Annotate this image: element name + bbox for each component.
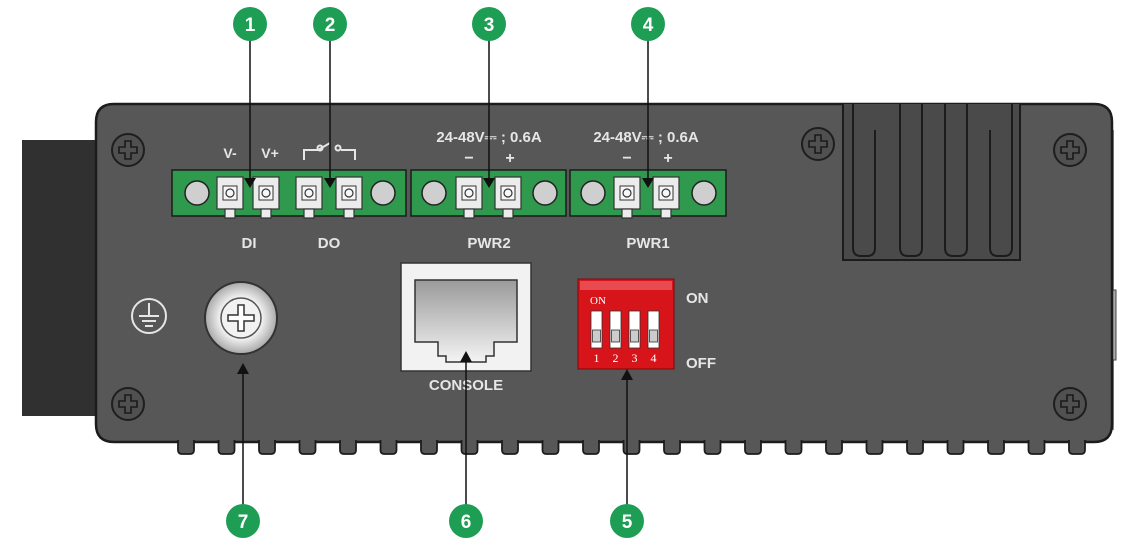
screw-icon [111, 133, 145, 167]
dip-toggle-knob [611, 329, 620, 343]
rib [906, 440, 924, 455]
callout-7: 7 [226, 504, 260, 538]
dip-toggle-knob [592, 329, 601, 343]
rib [379, 440, 398, 455]
callout-number: 2 [325, 15, 336, 36]
dip-toggle-1 [590, 310, 603, 349]
screw-icon [1053, 387, 1087, 421]
side-bracket [22, 140, 104, 416]
grounding-screw [204, 281, 278, 355]
screw-icon [801, 127, 835, 161]
callout-number: 1 [245, 15, 256, 36]
dip-number-label: 2 [613, 351, 619, 365]
callout-4: 4 [631, 7, 665, 41]
rib [784, 440, 803, 455]
dip-toggle-3 [628, 310, 641, 349]
pwr1-plus-label: + [663, 150, 672, 167]
rib [217, 440, 236, 455]
rib [298, 440, 317, 455]
dip-toggle-knob [649, 329, 658, 343]
callout-number: 3 [484, 15, 495, 36]
dip-number-label: 4 [651, 351, 657, 365]
rib [825, 440, 843, 455]
ground-symbol-icon [131, 298, 167, 334]
callout-1: 1 [233, 7, 267, 41]
dip-toggle-knob [630, 329, 639, 343]
do-label: DO [318, 235, 341, 252]
dip-number-label: 1 [594, 351, 600, 365]
rib [987, 440, 1005, 455]
pwr2-plus-label: + [505, 150, 514, 167]
rib [501, 440, 519, 455]
rib [703, 440, 722, 455]
dip-on-header: ON [590, 295, 606, 307]
pwr1-rating-label: 24-48V⎓ ; 0.6A [593, 129, 699, 146]
callout-number: 4 [643, 15, 654, 36]
rib [865, 440, 884, 455]
rib [339, 440, 357, 455]
dip-number-label: 3 [632, 351, 638, 365]
callout-6: 6 [449, 504, 483, 538]
heatsink-fins [842, 104, 1021, 261]
rib [541, 440, 560, 455]
rib [1068, 440, 1086, 455]
rib [460, 440, 479, 455]
di-label: DI [242, 235, 257, 252]
callout-number: 7 [238, 512, 249, 533]
rib [1027, 440, 1046, 455]
callout-3: 3 [472, 7, 506, 41]
dip-toggle-4 [647, 310, 660, 349]
v-plus-label: V+ [261, 145, 279, 161]
pwr1-minus-label: − [622, 150, 631, 167]
pwr2-terminal-block [410, 169, 567, 219]
bottom-ribs [177, 440, 1086, 455]
v-minus-label: V- [223, 145, 237, 161]
rib [258, 440, 276, 455]
dip-toggle-2 [609, 310, 622, 349]
relay-contact-icon [303, 142, 356, 160]
rib [663, 440, 681, 455]
callout-leaders [242, 40, 649, 505]
rib [420, 440, 438, 455]
callout-2: 2 [313, 7, 347, 41]
callout-number: 5 [622, 512, 633, 533]
callout-number: 6 [461, 512, 472, 533]
rib [177, 440, 195, 455]
pwr1-terminal-block [569, 169, 727, 219]
callout-arrowheads [237, 178, 654, 380]
screw-icon [1053, 133, 1087, 167]
screw-icon [111, 387, 145, 421]
rib [946, 440, 965, 455]
rib [622, 440, 641, 455]
switch-on-label: ON [686, 290, 709, 307]
callout-5: 5 [610, 504, 644, 538]
pwr1-label: PWR1 [626, 235, 669, 252]
pwr2-label: PWR2 [467, 235, 510, 252]
pwr2-minus-label: − [464, 150, 473, 167]
rib [582, 440, 600, 455]
rib [744, 440, 762, 455]
di-do-terminal-block [171, 169, 407, 219]
switch-off-label: OFF [686, 355, 716, 372]
